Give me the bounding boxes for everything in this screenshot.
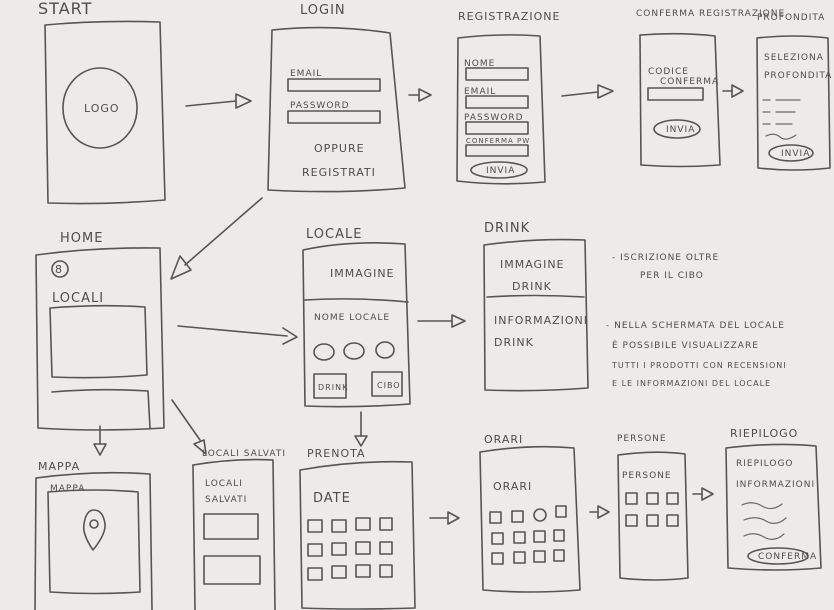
riepilogo-inner-1: RIEPILOGO <box>736 459 794 469</box>
start-title: START <box>38 0 92 18</box>
persone-screen: PERSONE PERSONE <box>617 434 689 581</box>
locale-food-btn: CIBO <box>377 381 401 390</box>
conferma-title: CONFERMA REGISTRAZIONE <box>636 9 785 19</box>
reg-conferma-label: CONFERMA PW <box>466 137 530 145</box>
notes: - ISCRIZIONE OLTRE PER IL CIBO - NELLA S… <box>606 253 787 388</box>
drink-immagine-2: DRINK <box>512 280 552 293</box>
profilo-screen: PROFONDITA SELEZIONA PROFONDITA INVIA <box>756 13 832 171</box>
arrow-login-registrazione <box>408 88 432 102</box>
arrow-prenota-orari <box>429 511 460 525</box>
arrow-orari-persone <box>589 505 610 519</box>
arrow-persone-riepilogo <box>692 487 714 501</box>
mappa-screen: MAPPA MAPPA <box>34 460 153 610</box>
home-badge: 8 <box>55 263 63 276</box>
start-logo: LOGO <box>84 102 120 115</box>
riepilogo-conferma: CONFERMA <box>758 552 817 562</box>
login-registrati: REGISTRATI <box>302 166 376 179</box>
home-screen: HOME 8 LOCALI <box>35 231 165 431</box>
note-2-line-3: TUTTI I PRODOTTI CON RECENSIONI <box>611 361 787 370</box>
drink-screen: DRINK IMMAGINE DRINK INFORMAZIONI DRINK <box>483 221 589 392</box>
reg-password-label: PASSWORD <box>464 113 524 123</box>
note-2-line-2: È POSSIBILE VISUALIZZARE <box>612 339 759 351</box>
riepilogo-title: RIEPILOGO <box>730 427 798 440</box>
conferma-invia: INVIA <box>666 125 695 135</box>
note-1-line-2: PER IL CIBO <box>640 271 704 281</box>
arrow-conferma-profilo <box>722 84 744 98</box>
prenota-date-grid <box>307 517 393 581</box>
conferma-codice-2: CONFERMA <box>660 77 719 87</box>
orari-title: ORARI <box>484 433 523 446</box>
salvati-screen: LOCALI SALVATI LOCALI SALVATI <box>192 449 286 610</box>
drink-info-2: DRINK <box>494 336 534 349</box>
riepilogo-screen: RIEPILOGO RIEPILOGO INFORMAZIONI CONFERM… <box>725 427 822 571</box>
salvati-inner-2: SALVATI <box>205 495 247 505</box>
arrow-start-login <box>185 93 252 109</box>
persone-title: PERSONE <box>617 434 667 444</box>
reg-invia: INVIA <box>486 166 515 176</box>
registrazione-screen: REGISTRAZIONE NOME EMAIL PASSWORD CONFER… <box>456 10 560 185</box>
arrow-home-mappa <box>93 425 107 456</box>
profilo-seleziona-1: SELEZIONA <box>764 53 824 63</box>
profilo-invia: INVIA <box>781 149 810 159</box>
note-1-line-1: - ISCRIZIONE OLTRE <box>612 253 719 263</box>
persone-inner: PERSONE <box>622 471 672 481</box>
prenota-screen: PRENOTA DATE <box>299 447 416 610</box>
salvati-title: LOCALI SALVATI <box>202 449 286 459</box>
drink-info-1: INFORMAZIONI <box>494 314 588 327</box>
arrow-reg-conferma <box>561 84 614 99</box>
orari-inner: ORARI <box>493 480 532 493</box>
reg-email-label: EMAIL <box>464 87 496 97</box>
orari-screen: ORARI ORARI <box>479 433 581 593</box>
note-2-line-1: - NELLA SCHERMATA DEL LOCALE <box>606 321 785 331</box>
home-locali: LOCALI <box>52 291 104 306</box>
locale-screen: LOCALE IMMAGINE NOME LOCALE DRINK CIBO <box>302 227 411 408</box>
locale-title: LOCALE <box>306 227 362 242</box>
locale-immagine: IMMAGINE <box>330 267 395 280</box>
arrow-locale-drink <box>417 314 466 328</box>
conferma-screen: CONFERMA REGISTRAZIONE CODICE CONFERMA I… <box>636 9 785 168</box>
arrow-locale-prenota <box>354 411 368 447</box>
riepilogo-inner-2: INFORMAZIONI <box>736 480 815 490</box>
profilo-seleziona-2: PROFONDITA <box>764 71 832 81</box>
login-screen: LOGIN EMAIL PASSWORD OPPURE REGISTRATI <box>267 3 406 193</box>
mappa-inner-label: MAPPA <box>50 484 85 494</box>
reg-nome-label: NOME <box>464 59 495 69</box>
orari-grid <box>489 505 567 565</box>
arrow-home-locale <box>177 325 298 345</box>
salvati-inner-1: LOCALI <box>205 479 243 489</box>
login-password-label: PASSWORD <box>290 101 350 111</box>
locale-nome: NOME LOCALE <box>314 313 390 323</box>
arrow-login-home <box>170 197 263 280</box>
drink-title: DRINK <box>484 221 530 236</box>
persone-grid <box>625 492 679 527</box>
note-2-line-4: E LE INFORMAZIONI DEL LOCALE <box>612 379 771 388</box>
login-title: LOGIN <box>300 3 346 18</box>
login-oppure: OPPURE <box>314 142 365 155</box>
registrazione-title: REGISTRAZIONE <box>458 10 560 23</box>
login-email-label: EMAIL <box>290 69 322 79</box>
prenota-date: DATE <box>313 491 351 506</box>
mappa-title: MAPPA <box>38 460 80 473</box>
conferma-codice-1: CODICE <box>648 67 689 77</box>
prenota-title: PRENOTA <box>307 447 366 460</box>
drink-immagine-1: IMMAGINE <box>500 258 565 271</box>
locale-drink-btn: DRINK <box>318 383 348 392</box>
start-screen: START LOGO <box>38 0 166 205</box>
home-title: HOME <box>60 231 103 246</box>
arrow-home-salvati <box>171 399 207 455</box>
profilo-title: PROFONDITA <box>757 13 825 23</box>
